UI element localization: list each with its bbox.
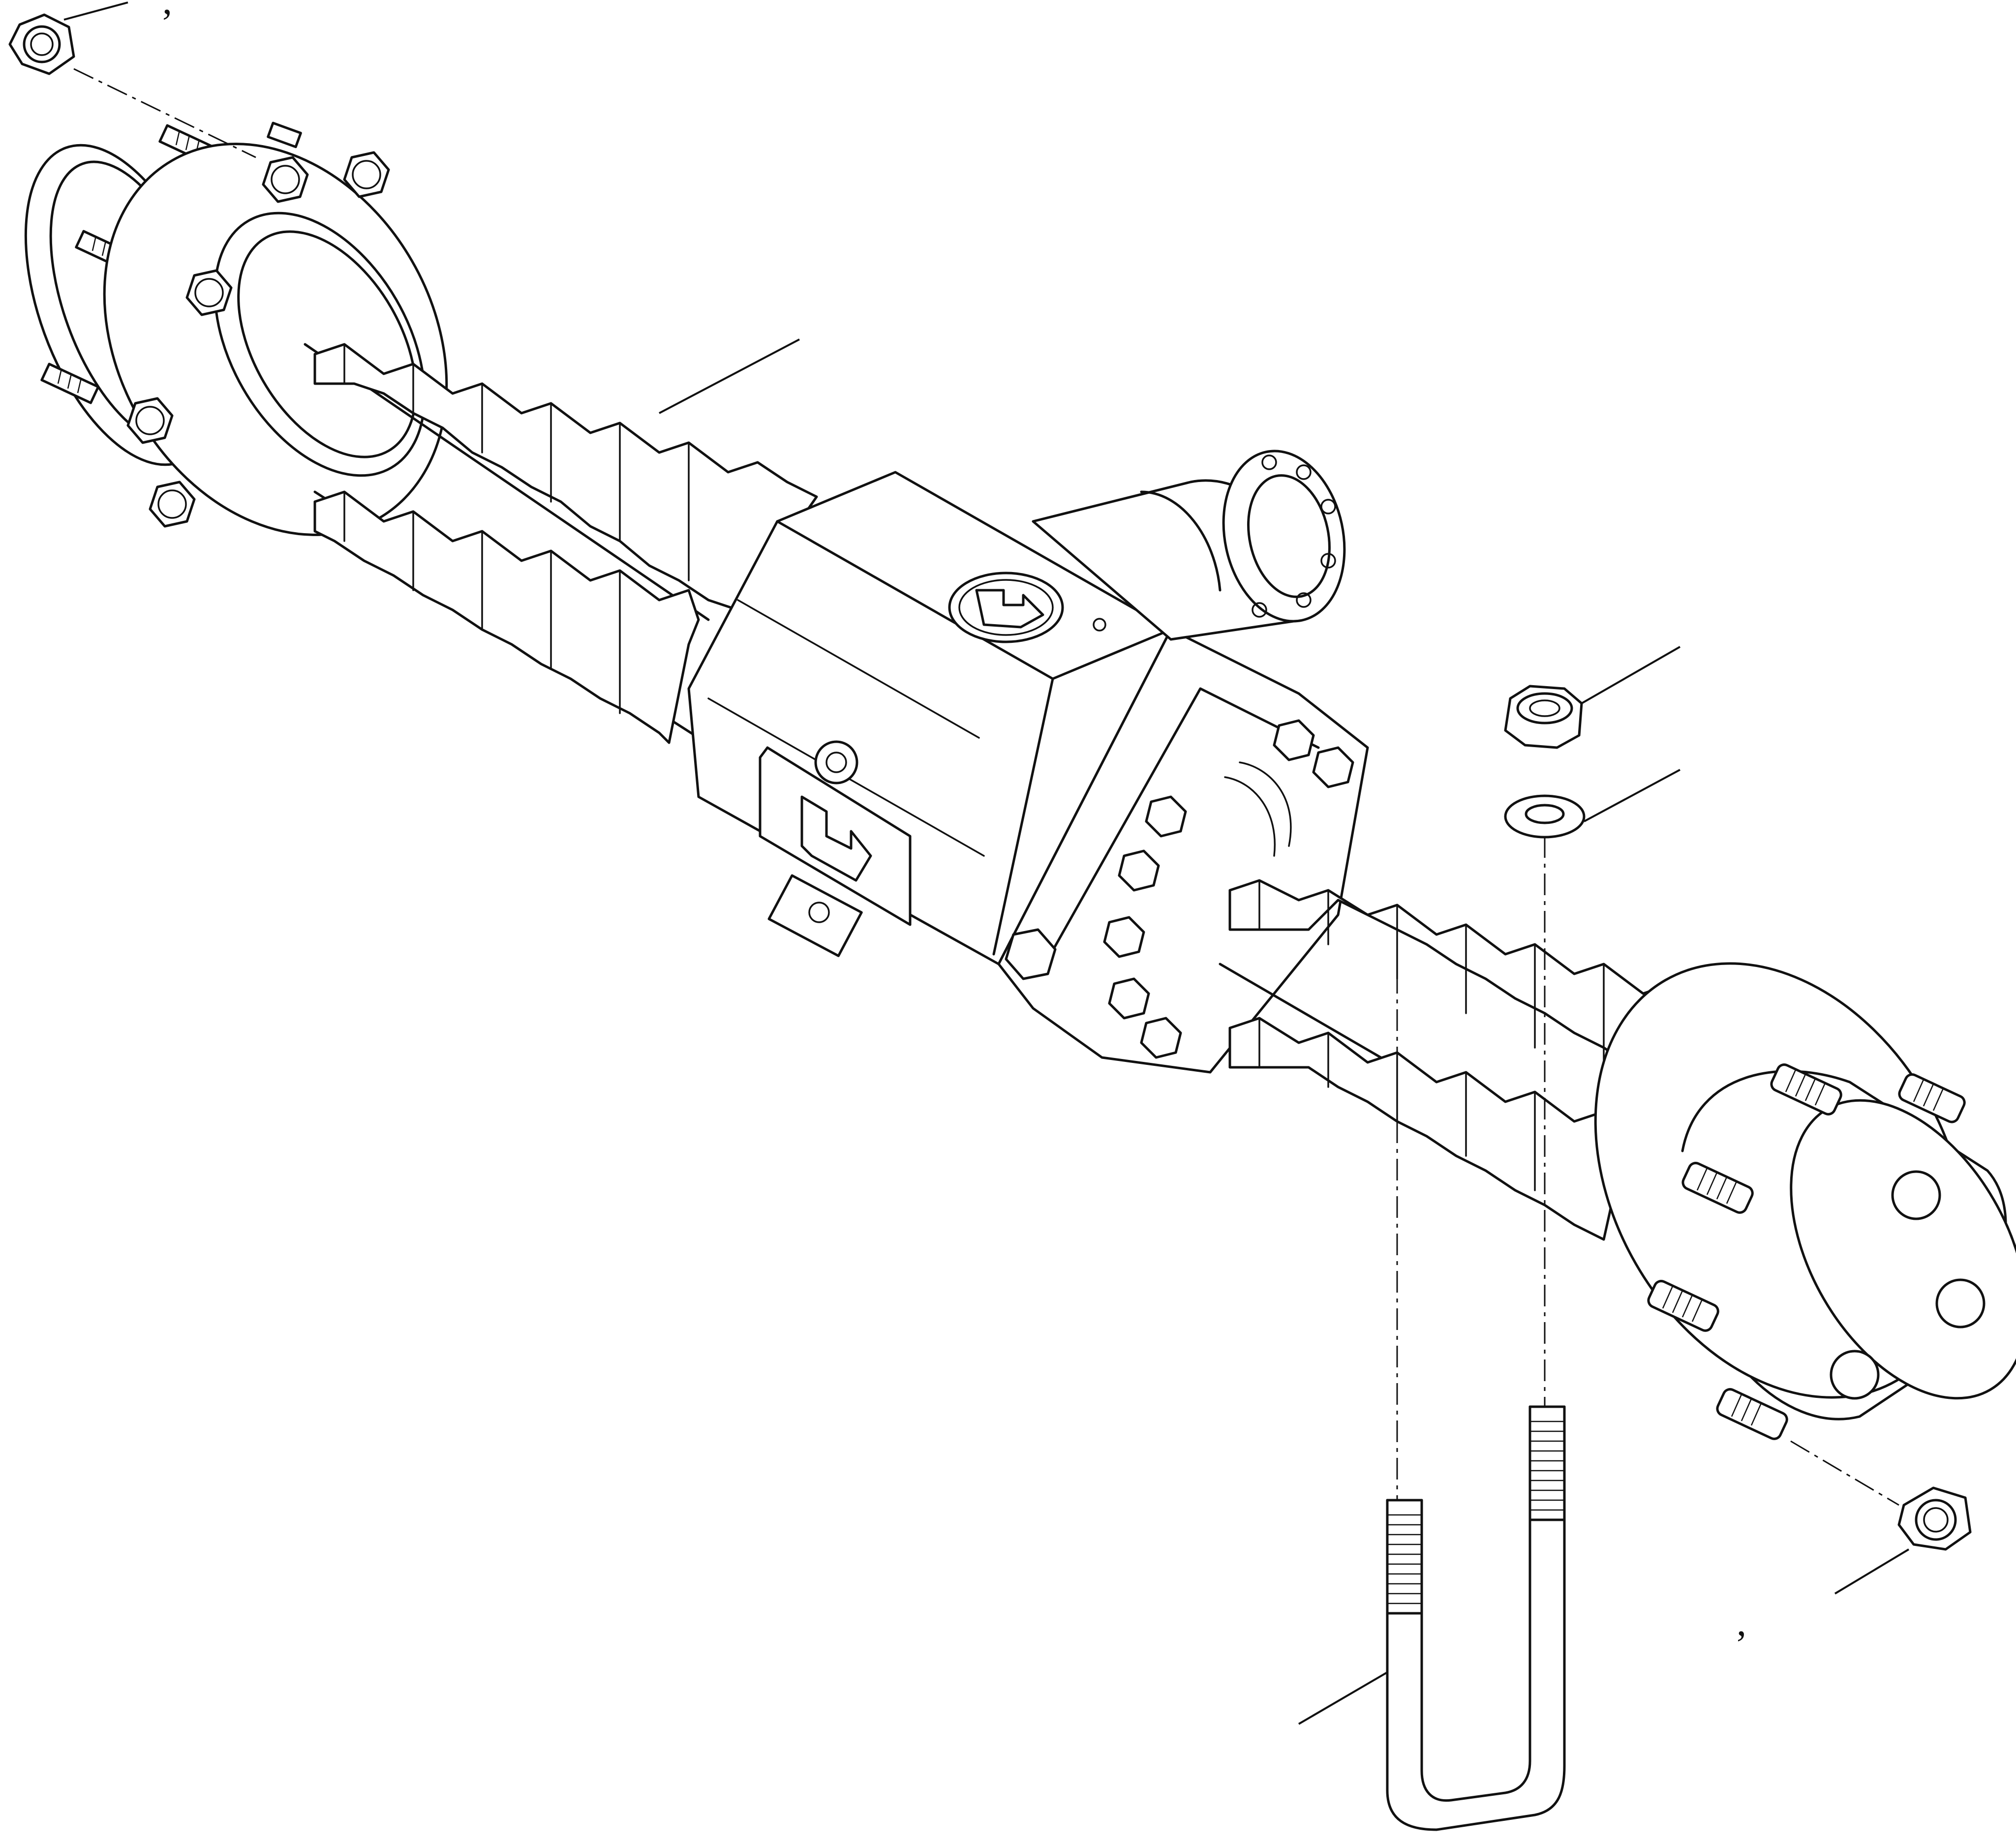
side-brand-plate xyxy=(759,746,912,926)
bottom-right-hub-nut xyxy=(1897,1486,1972,1551)
leader-top-left-nut xyxy=(63,1,128,21)
top-left-hub-nut xyxy=(8,13,75,75)
left-wheel-hub xyxy=(24,121,448,536)
leader-left-housing xyxy=(659,338,800,414)
leader-u-bolt-washer xyxy=(1584,769,1680,822)
top-brand-emblem xyxy=(948,572,1064,643)
u-bolt-nut xyxy=(1504,685,1583,749)
u-bolt-washer xyxy=(1504,794,1586,839)
differential-housing xyxy=(687,471,1369,1074)
u-bolt xyxy=(1386,1405,1566,1831)
axis-bottom-right-nut xyxy=(1790,1440,1899,1506)
callout-bottom-right: , xyxy=(1737,1601,1746,1644)
leader-bottom-right-nut xyxy=(1834,1548,1910,1595)
left-flange-bolts xyxy=(126,151,390,528)
leader-u-bolt xyxy=(1298,1671,1388,1725)
leader-u-bolt-nut xyxy=(1581,646,1680,704)
input-pinion-flange xyxy=(1032,450,1346,641)
axis-top-left-nut xyxy=(73,68,256,158)
callout-top-left: , xyxy=(162,0,172,23)
right-wheel-hub xyxy=(1594,962,2016,1440)
cover-bolts xyxy=(1005,719,1354,1059)
right-hub-studs xyxy=(1647,1063,1966,1440)
